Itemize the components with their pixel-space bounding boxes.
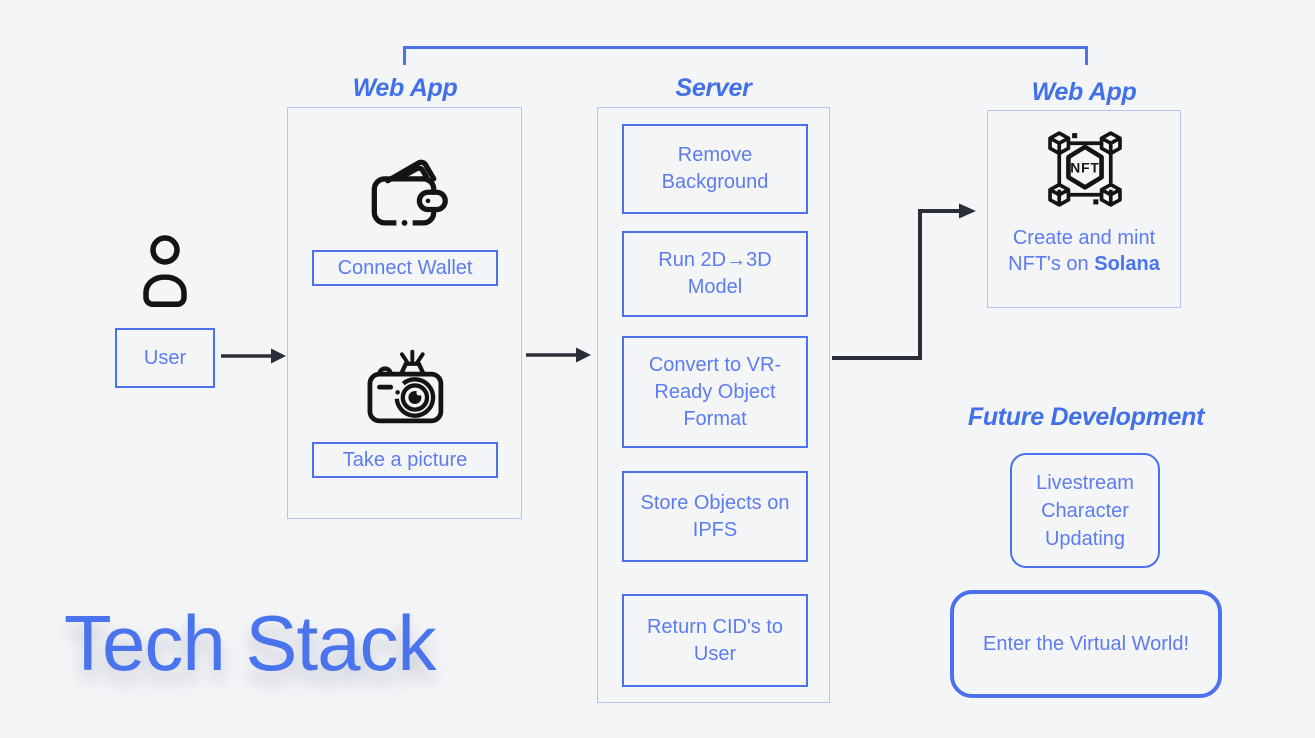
elbow-arrow-icon xyxy=(832,203,976,360)
livestream-label: Livestream Character Updating xyxy=(1036,471,1134,550)
webapp-right-heading: Web App xyxy=(1031,78,1137,106)
nft-icon: NFT xyxy=(1048,131,1122,207)
user-label: User xyxy=(143,346,187,369)
server-step-label: Remove Background xyxy=(661,144,769,193)
server-step: Return CID's to User xyxy=(622,594,808,687)
connect-wallet-box: Connect Wallet xyxy=(312,250,498,286)
person-icon xyxy=(143,235,187,308)
server-step: Run 2D→3D Model xyxy=(622,231,808,317)
server-heading: Server xyxy=(675,74,752,102)
nft-caption-bold: Solana xyxy=(1094,253,1160,275)
webapp-panel-right: NFT Create and mint NFT's on Solana xyxy=(987,110,1181,308)
take-picture-label: Take a picture xyxy=(342,448,468,471)
page-title: Tech Stack xyxy=(64,599,437,687)
nft-caption-line2: NFT's on xyxy=(1008,253,1095,275)
bracket-connector xyxy=(403,46,1088,65)
webapp-panel-left: Connect Wallet Take a picture xyxy=(287,107,522,519)
server-panel: Remove Background Run 2D→3D Model Conver… xyxy=(597,107,830,703)
future-development-heading: Future Development xyxy=(967,403,1205,431)
nft-caption: Create and mint NFT's on Solana xyxy=(988,225,1180,277)
server-step-label: Store Objects on IPFS xyxy=(640,491,790,541)
server-step-label: Return CID's to User xyxy=(646,615,784,665)
user-box: User xyxy=(115,328,215,388)
webapp-left-heading: Web App xyxy=(352,74,458,102)
server-step-label: Run 2D→3D Model xyxy=(658,249,772,298)
take-picture-box: Take a picture xyxy=(312,442,498,478)
enter-virtual-world-box: Enter the Virtual World! xyxy=(950,590,1222,698)
livestream-box: Livestream Character Updating xyxy=(1010,453,1160,568)
wallet-icon xyxy=(371,159,448,228)
arrow-right-icon xyxy=(221,348,286,364)
arrow-right-icon xyxy=(526,347,591,363)
enter-virtual-world-label: Enter the Virtual World! xyxy=(982,633,1190,655)
nft-badge-text: NFT xyxy=(1070,161,1100,176)
nft-caption-line1: Create and mint xyxy=(1012,227,1156,249)
server-step: Convert to VR-Ready Object Format xyxy=(622,336,808,448)
server-step: Remove Background xyxy=(622,124,808,214)
connect-wallet-label: Connect Wallet xyxy=(337,256,473,279)
camera-icon xyxy=(367,349,444,424)
server-step: Store Objects on IPFS xyxy=(622,471,808,562)
server-step-label: Convert to VR-Ready Object Format xyxy=(648,353,782,430)
